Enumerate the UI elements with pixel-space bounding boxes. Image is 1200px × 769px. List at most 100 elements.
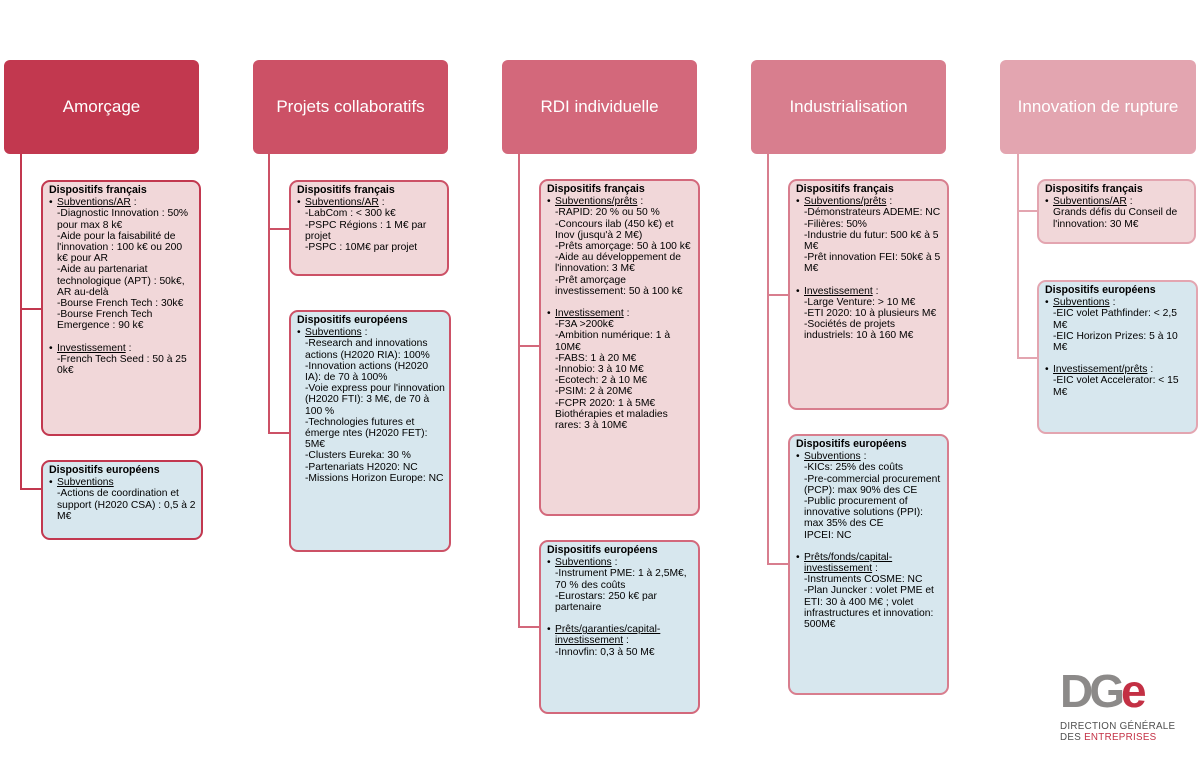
- funding-section: •Subventions-Actions de coordination et …: [49, 477, 197, 522]
- logo-line-2: DES ENTREPRISES: [1060, 732, 1157, 743]
- funding-section: •Subventions/prêts :-Démonstrateurs ADEM…: [796, 196, 943, 274]
- bullet-icon: •: [49, 197, 53, 209]
- funding-section: •Subventions/AR :-Diagnostic Innovation …: [49, 197, 195, 331]
- section-items: -Large Venture: > 10 M€-ETI 2020: 10 à p…: [796, 297, 943, 342]
- bullet-icon: •: [796, 451, 800, 463]
- box-title: Dispositifs français: [547, 183, 645, 195]
- logo-wordmark: DGe: [1060, 665, 1147, 717]
- funding-item: IPCEI: NC: [804, 529, 852, 541]
- funding-item: -French Tech Seed : 50 à 25 0k€: [57, 353, 187, 377]
- section-heading-suffix: :: [381, 197, 385, 209]
- bullet-icon: •: [547, 557, 551, 569]
- section-heading-suffix: :: [128, 342, 132, 354]
- section-heading: •Subventions/prêts :: [796, 196, 943, 207]
- funding-item: -Industrie du futur: 500 k€ à 5 M€: [804, 229, 939, 253]
- funding-section: •Investissement/prêts :-EIC volet Accele…: [1045, 364, 1192, 398]
- box-title: Dispositifs européens: [796, 438, 907, 450]
- funding-item: -ETI 2020: 10 à plusieurs M€: [804, 308, 937, 320]
- connector-amorcage: [20, 154, 22, 489]
- funding-item: -EIC volet Pathfinder: < 2,5 M€: [1053, 308, 1177, 331]
- box-title: Dispositifs français: [796, 183, 894, 195]
- section-heading: •Subventions/AR :: [297, 197, 443, 208]
- funding-item: -Innovfin: 0,3 à 50 M€: [555, 646, 655, 658]
- section-heading-suffix: :: [364, 327, 368, 339]
- funding-item: -Diagnostic Innovation : 50% pour max 8 …: [57, 208, 189, 231]
- section-items: -Instrument PME: 1 à 2,5M€, 70 % des coû…: [547, 568, 694, 613]
- funding-item: -Prêt amorçage investissement: 50 à 100 …: [555, 274, 683, 297]
- header-rdi-individuelle: RDI individuelle: [502, 60, 697, 154]
- funding-item: -Filières: 50%: [804, 218, 867, 230]
- section-heading: •Investissement/prêts :: [1045, 364, 1192, 375]
- dge-logo: DGe DIRECTION GÉNÉRALE DES ENTREPRISES: [1060, 668, 1186, 748]
- section-heading-suffix: :: [874, 563, 878, 575]
- funding-item: -Ambition numérique: 1 à 10M€: [555, 330, 671, 353]
- section-heading: •Subventions/prêts :: [547, 196, 694, 207]
- connector-rdi-fr: [518, 345, 539, 347]
- connector-rdi-eu: [518, 626, 539, 628]
- header-industrialisation: Industrialisation: [751, 60, 946, 154]
- funding-item: -Concours ilab (450 k€) et Inov (jusqu'à…: [555, 218, 674, 241]
- connector-rupture: [1017, 154, 1019, 358]
- connector-indus-eu: [767, 563, 788, 565]
- funding-section: •Investissement :-F3A >200k€-Ambition nu…: [547, 308, 694, 431]
- funding-item: -Plan Juncker : volet PME et ETI: 30 à 4…: [804, 585, 934, 631]
- funding-section: •Investissement :-French Tech Seed : 50 …: [49, 343, 195, 377]
- funding-item: -Bourse French Tech Emergence : 90 k€: [57, 309, 153, 332]
- box-amorcage-dispositifs-europeens: Dispositifs européens•Subventions-Action…: [41, 460, 203, 540]
- funding-item: -Ecotech: 2 à 10 M€: [555, 375, 648, 387]
- connector-amorcage-fr: [20, 308, 41, 310]
- bullet-icon: •: [1045, 297, 1049, 309]
- box-indus-dispositifs-francais: Dispositifs français•Subventions/prêts :…: [788, 179, 949, 410]
- section-heading: •Subventions :: [1045, 297, 1192, 308]
- section-items: -French Tech Seed : 50 à 25 0k€: [49, 354, 195, 376]
- logo-line-1: DIRECTION GÉNÉRALE: [1060, 721, 1176, 732]
- funding-item: -Aide au partenariat technologique (APT)…: [57, 264, 185, 298]
- box-title: Dispositifs français: [49, 184, 147, 196]
- funding-item: -Technologies futures et émerge ntes (H2…: [305, 416, 428, 451]
- funding-section: •Subventions :-Research and innovations …: [297, 327, 445, 484]
- section-heading-suffix: :: [863, 451, 867, 463]
- connector-rdi: [518, 154, 520, 627]
- connector-collab: [268, 154, 270, 433]
- funding-item: -PSPC : 10M€ par projet: [305, 242, 418, 254]
- funding-section: •Subventions/AR :-LabCom : < 300 k€-PSPC…: [297, 197, 443, 253]
- funding-section: •Prêts/garanties/capital-investissement …: [547, 624, 694, 658]
- box-collab-dispositifs-europeens: Dispositifs européens•Subventions :-Rese…: [289, 310, 451, 552]
- header-projets-collaboratifs: Projets collaboratifs: [253, 60, 448, 154]
- section-heading-label: Prêts/fonds/capital-investissement: [804, 551, 893, 575]
- funding-item: -LabCom : < 300 k€: [305, 208, 396, 220]
- funding-item: -Sociétés de projets industriels: 10 à 1…: [804, 319, 914, 342]
- section-heading: •Subventions: [49, 477, 197, 488]
- section-heading: •Subventions/AR :: [1045, 196, 1190, 207]
- bullet-icon: •: [1045, 364, 1049, 376]
- box-collab-dispositifs-francais: Dispositifs français•Subventions/AR :-La…: [289, 180, 449, 276]
- funding-item: -KICs: 25% des coûts: [804, 462, 904, 474]
- funding-item: -Instrument PME: 1 à 2,5M€, 70 % des coû…: [555, 568, 687, 591]
- section-items: -RAPID: 20 % ou 50 %-Concours ilab (450 …: [547, 207, 694, 297]
- section-heading-label: Subventions/prêts: [804, 196, 887, 208]
- connector-amorcage-eu: [20, 488, 41, 490]
- section-heading-suffix: :: [626, 308, 630, 320]
- funding-item: -Missions Horizon Europe: NC: [305, 472, 444, 484]
- section-items: -Research and innovations actions (H2020…: [297, 338, 445, 484]
- funding-item: -Partenariats H2020: NC: [305, 461, 418, 473]
- funding-item: -FCPR 2020: 1 à 5M€ Biothérapies et mala…: [555, 397, 668, 432]
- funding-item: -Actions de coordination et support (H20…: [57, 488, 196, 522]
- section-heading: •Subventions :: [796, 451, 943, 462]
- box-rupture-dispositifs-francais: Dispositifs français•Subventions/AR :Gra…: [1037, 179, 1196, 244]
- section-heading: •Investissement :: [796, 286, 943, 297]
- section-heading: •Subventions/AR :: [49, 197, 195, 208]
- section-heading-label: Subventions/AR: [57, 197, 131, 209]
- funding-section: •Subventions/prêts :-RAPID: 20 % ou 50 %…: [547, 196, 694, 297]
- box-amorcage-dispositifs-francais: Dispositifs français•Subventions/AR :-Di…: [41, 180, 201, 436]
- section-items: -LabCom : < 300 k€-PSPC Régions : 1 M€ p…: [297, 208, 443, 253]
- section-heading-label: Investissement/prêts: [1053, 364, 1148, 376]
- bullet-icon: •: [49, 342, 53, 354]
- section-heading-label: Prêts/garanties/capital-investissement: [555, 624, 661, 647]
- bullet-icon: •: [547, 624, 551, 636]
- funding-item: -F3A >200k€: [555, 319, 614, 331]
- bullet-icon: •: [297, 197, 301, 209]
- funding-item: -RAPID: 20 % ou 50 %: [555, 207, 660, 219]
- section-heading: •Investissement :: [49, 343, 195, 354]
- connector-indus: [767, 154, 769, 564]
